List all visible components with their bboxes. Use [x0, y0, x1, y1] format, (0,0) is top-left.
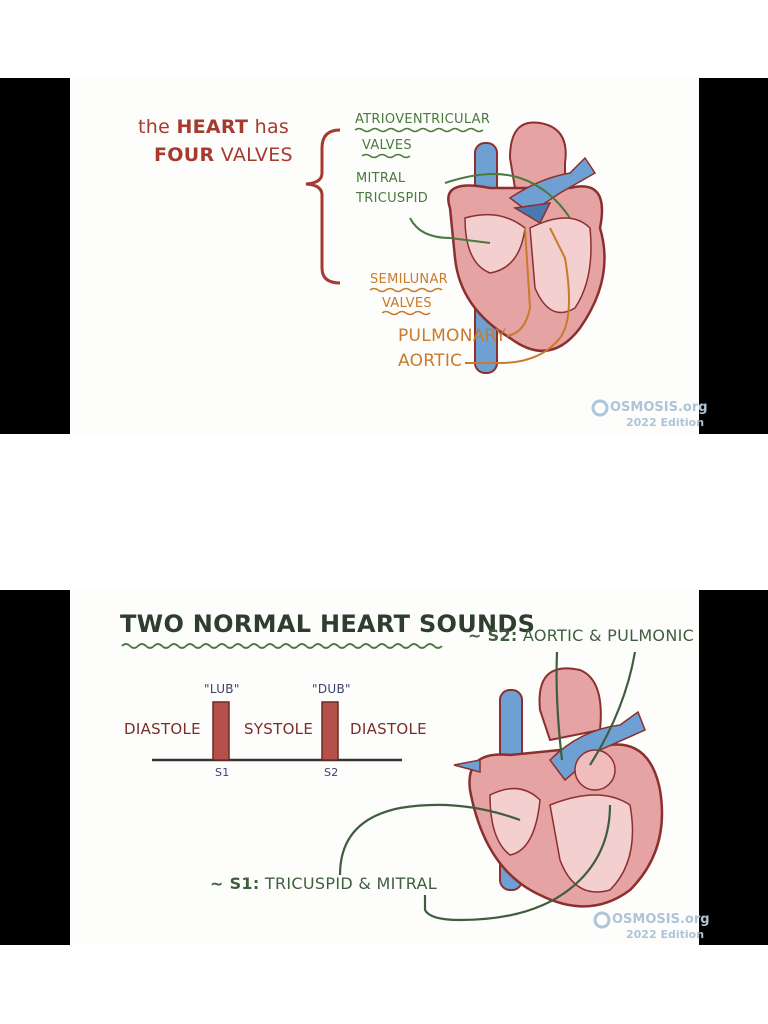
- dub-label: "DUB": [312, 682, 351, 696]
- underline-av: [354, 127, 484, 133]
- slide-canvas: the HEART has FOUR VALVES ATRIOVENTRICUL…: [70, 78, 708, 434]
- underline-sl: [369, 287, 443, 293]
- phonocardiogram: [152, 701, 402, 762]
- s2-text: AORTIC & PULMONIC: [522, 626, 695, 645]
- underline-sl-valves: [381, 310, 431, 316]
- slide-heart-valves: the HEART has FOUR VALVES ATRIOVENTRICUL…: [0, 78, 768, 434]
- sl-label-line2: VALVES: [382, 296, 432, 311]
- osmosis-logo-icon: [591, 399, 609, 417]
- heart-icon: [453, 667, 664, 908]
- osmosis-logo: OSMOSIS.org: [610, 400, 708, 415]
- brace-icon: [305, 128, 341, 285]
- s1-prefix: ~ S1:: [210, 874, 260, 893]
- diastole-right-label: DIASTOLE: [350, 720, 427, 738]
- av-label-line2: VALVES: [362, 138, 412, 153]
- pulmonary-label: PULMONARY: [398, 326, 507, 346]
- edition-label: 2022 Edition: [626, 928, 705, 941]
- title-heart: HEART: [176, 116, 249, 138]
- s1-bar: [212, 701, 230, 761]
- slide-title: TWO NORMAL HEART SOUNDS: [120, 610, 536, 638]
- heart-valves-illustration: [305, 121, 609, 417]
- osmosis-logo-icon: [593, 911, 611, 929]
- s1-annotation: ~ S1: TRICUSPID & MITRAL: [210, 874, 437, 893]
- s1-text: TRICUSPID & MITRAL: [264, 874, 437, 893]
- title-four: FOUR: [154, 144, 215, 166]
- title-the: the: [138, 116, 171, 138]
- s2-annotation: ~ S2: AORTIC & PULMONIC: [468, 626, 694, 645]
- sl-label-line1: SEMILUNAR: [370, 272, 448, 287]
- slide-canvas: TWO NORMAL HEART SOUNDS ~ S2: AORTIC & P…: [70, 590, 710, 945]
- s2-tick-label: S2: [324, 766, 339, 779]
- osmosis-logo: OSMOSIS.org: [612, 912, 710, 927]
- s2-bar: [321, 701, 339, 761]
- s2-prefix: ~ S2:: [468, 626, 518, 645]
- mitral-label: MITRAL: [356, 171, 406, 186]
- title-line1: the HEART has: [138, 116, 289, 138]
- tricuspid-label: TRICUSPID: [356, 191, 429, 206]
- title-has: has: [254, 116, 290, 138]
- underline-av-valves: [361, 153, 411, 159]
- systole-label: SYSTOLE: [244, 720, 314, 738]
- lub-label: "LUB": [204, 682, 240, 696]
- title-valves: VALVES: [220, 144, 293, 166]
- heart-sounds-illustration: [121, 643, 664, 929]
- diastole-left-label: DIASTOLE: [124, 720, 201, 738]
- av-label-line1: ATRIOVENTRICULAR: [355, 112, 491, 127]
- slide-heart-sounds: TWO NORMAL HEART SOUNDS ~ S2: AORTIC & P…: [0, 590, 768, 945]
- aortic-label: AORTIC: [398, 351, 463, 371]
- heart-icon: [447, 121, 606, 374]
- s1-tick-label: S1: [215, 766, 230, 779]
- title-line2: FOUR VALVES: [154, 144, 293, 166]
- edition-label: 2022 Edition: [626, 416, 705, 429]
- title-underline: [121, 643, 443, 649]
